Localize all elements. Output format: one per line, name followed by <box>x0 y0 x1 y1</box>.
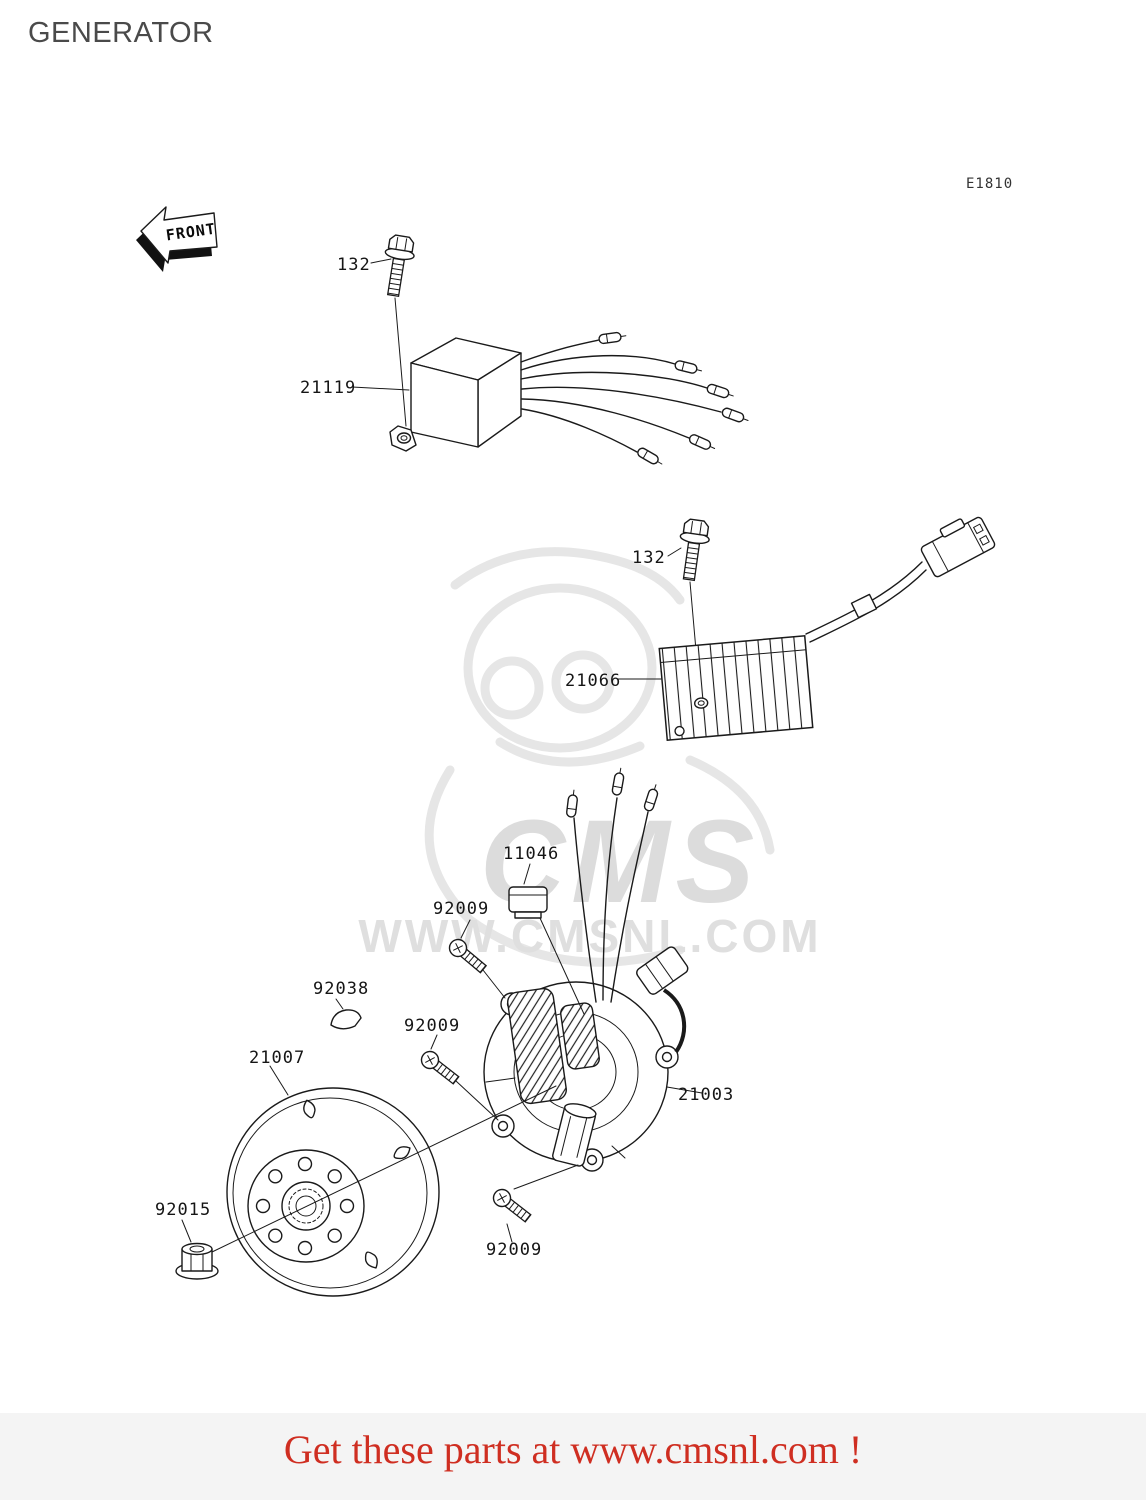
part-label-92015: 92015 <box>155 1200 211 1220</box>
stator-drawing <box>483 766 689 1172</box>
diagram-code: E1810 <box>966 176 1013 192</box>
flywheel-cutout <box>364 1251 378 1269</box>
leader-line <box>370 258 392 264</box>
stator-wire <box>573 817 597 1003</box>
stator-ear <box>491 1114 515 1138</box>
part-label-21066: 21066 <box>565 671 621 691</box>
watermark-goggle-right <box>551 650 615 714</box>
cdi-wire <box>521 408 638 453</box>
part-label-132-top: 132 <box>337 255 371 275</box>
cdi-wire <box>520 354 676 371</box>
stator-coil <box>507 987 567 1105</box>
flange-bolt-drawing <box>378 233 418 299</box>
part-label-92009-a: 92009 <box>433 899 489 919</box>
bullet-connector <box>597 330 628 345</box>
leader-line <box>539 917 585 1015</box>
leader-line <box>394 297 407 427</box>
pickup-coil <box>552 1103 597 1167</box>
bullet-connector <box>705 382 736 401</box>
leader-line <box>523 863 531 885</box>
nut-drawing <box>175 1242 219 1280</box>
cable-ferrule <box>850 593 878 619</box>
part-label-92009-c: 92009 <box>486 1240 542 1260</box>
bullet-connector <box>635 445 665 469</box>
leader-line <box>455 1080 499 1121</box>
part-label-92038: 92038 <box>313 979 369 999</box>
watermark-url-text: WWW.CMSNL.COM <box>358 910 821 962</box>
leader-line <box>269 1065 289 1096</box>
leader-line <box>181 1219 192 1243</box>
flywheel-drawing <box>226 1087 440 1297</box>
flywheel-cutout <box>393 1146 411 1160</box>
footer-cta: Get these parts at www.cmsnl.com ! <box>284 1427 862 1472</box>
part-label-21003: 21003 <box>678 1085 734 1105</box>
part-label-92009-b: 92009 <box>404 1016 460 1036</box>
stator-cable <box>662 988 686 1054</box>
leader-line <box>667 547 682 557</box>
watermark-cap <box>450 547 685 605</box>
bullet-connector <box>673 359 704 376</box>
screw-drawing <box>417 1047 462 1088</box>
part-label-11046: 11046 <box>503 844 559 864</box>
cdi-wire <box>521 386 722 413</box>
cdi-assembly <box>378 233 751 469</box>
leader-line <box>506 1223 513 1243</box>
flywheel-rim <box>226 1087 440 1297</box>
flange-bolt-drawing <box>673 517 713 583</box>
leader-line <box>335 998 344 1010</box>
screw-drawing <box>489 1185 534 1226</box>
part-label-132-mid: 132 <box>632 548 666 568</box>
watermark-head <box>463 583 657 753</box>
stator-coil <box>560 1002 600 1070</box>
leader-lines <box>181 258 703 1243</box>
front-direction-arrow: FRONT <box>136 206 218 272</box>
regulator-body <box>658 635 814 741</box>
cdi-wire <box>521 398 690 439</box>
flywheel-cutout <box>303 1099 316 1119</box>
cdi-wire <box>520 339 600 363</box>
watermark-arm <box>685 755 775 855</box>
clamp-drawing <box>508 886 585 1015</box>
regulator-assembly <box>658 516 996 741</box>
wire-grommet <box>636 946 689 995</box>
woodruff-key-drawing <box>330 1009 362 1030</box>
footer-band <box>0 1413 1146 1500</box>
leader-line <box>482 969 506 999</box>
part-labels: 132 21119 132 21066 11046 92009 92038 92… <box>155 255 734 1260</box>
cms-watermark: CMS WWW.CMSNL.COM <box>358 547 821 967</box>
assembly-axis-line <box>211 1085 557 1253</box>
connector-plug <box>920 516 996 578</box>
leader-line <box>460 919 471 939</box>
part-label-21007: 21007 <box>249 1048 305 1068</box>
front-arrow-shape <box>140 206 218 264</box>
part-label-21119: 21119 <box>300 378 356 398</box>
bullet-connector <box>720 406 751 426</box>
leader-line <box>430 1034 438 1050</box>
bullet-connector <box>610 766 626 797</box>
cdi-wire <box>520 371 708 389</box>
watermark-smile <box>495 737 645 767</box>
bullet-connector <box>687 432 718 454</box>
cdi-unit-drawing <box>389 330 751 469</box>
connector-latch <box>939 518 966 538</box>
leader-line <box>351 386 410 391</box>
leader-line <box>513 1164 579 1190</box>
page-title: GENERATOR <box>28 17 214 49</box>
stator-wire <box>602 797 618 1001</box>
stator-ear <box>655 1045 679 1069</box>
leader-line <box>666 1086 703 1094</box>
regulator-drawing <box>658 516 996 741</box>
watermark-goggle-left <box>480 656 544 720</box>
stator-wire <box>610 811 649 1003</box>
